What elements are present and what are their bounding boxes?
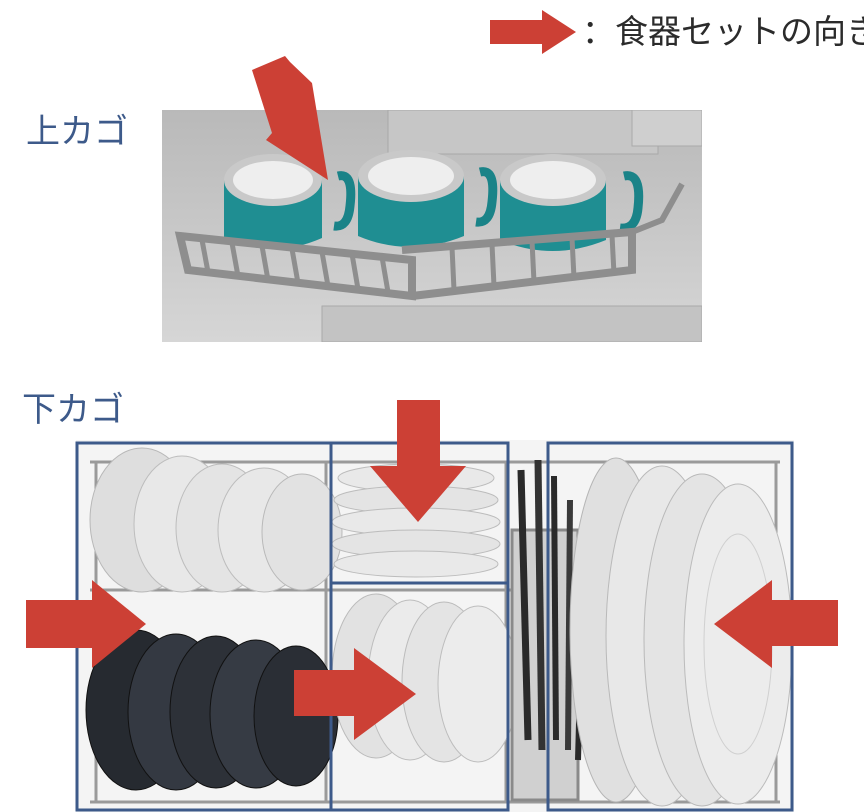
upper-basket-label: 上カゴ bbox=[26, 112, 128, 152]
upper-rack bbox=[174, 182, 685, 301]
lower-basket-label: 下カゴ bbox=[22, 390, 124, 430]
lower-basket-photo bbox=[76, 440, 794, 812]
legend: ：食器セットの向き bbox=[490, 10, 864, 54]
legend-arrow-icon bbox=[490, 10, 576, 54]
center-bowls bbox=[331, 593, 519, 763]
mug-2 bbox=[358, 150, 498, 247]
large-plates bbox=[569, 457, 793, 807]
upper-basket-photo bbox=[162, 110, 702, 342]
small-plates bbox=[331, 463, 501, 578]
black-bowls bbox=[85, 629, 339, 791]
legend-text: ：食器セットの向き bbox=[582, 12, 864, 51]
